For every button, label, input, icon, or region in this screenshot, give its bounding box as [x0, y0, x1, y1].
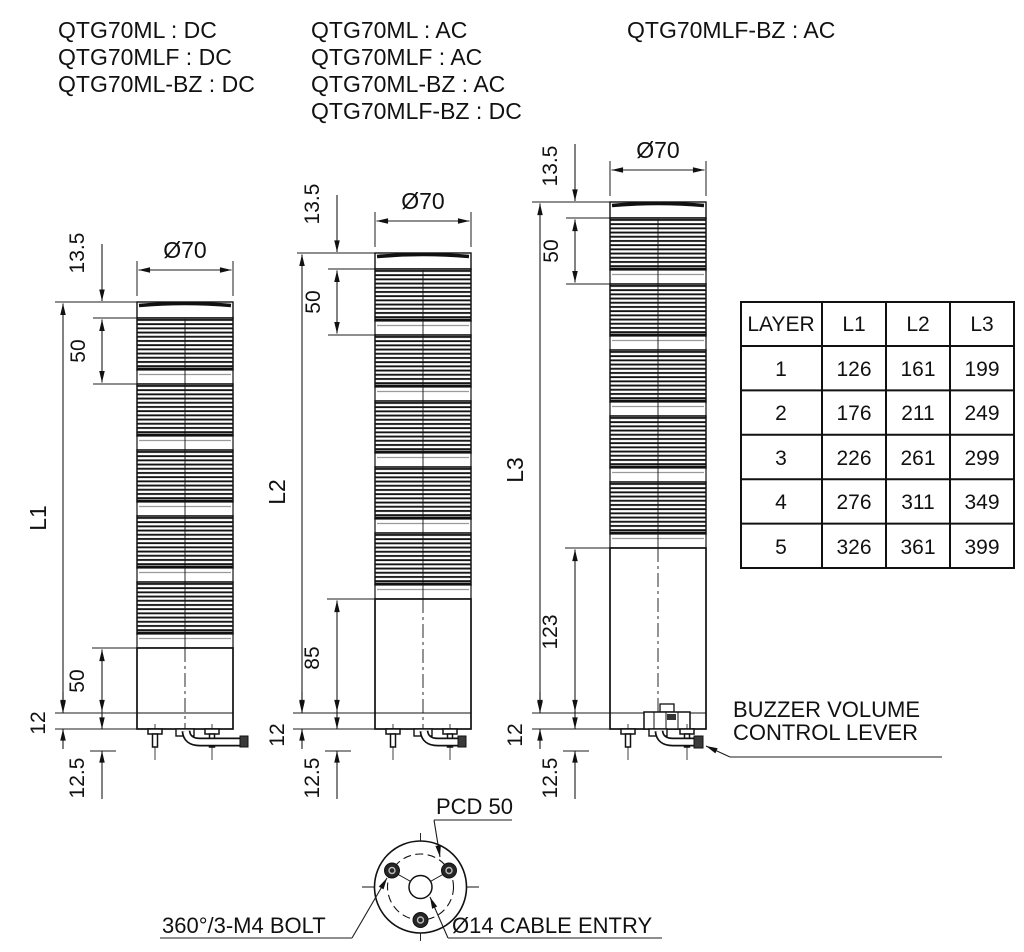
cell-layer-5: 5 — [775, 536, 787, 559]
buzzer-label-line2: CONTROL LEVER — [733, 720, 918, 745]
tower-middle — [373, 251, 473, 761]
cell-layer-1: 1 — [775, 358, 787, 381]
tower-left — [135, 300, 249, 761]
dim-lens-left: 50 — [67, 339, 90, 362]
cell-l1-4: 276 — [836, 491, 871, 514]
dim-flange-right: 12 — [504, 723, 527, 746]
cell-l2-5: 361 — [900, 536, 935, 559]
buzzer-callout: BUZZER VOLUME CONTROL LEVER — [705, 697, 942, 758]
dim-bolt-left: 12.5 — [66, 758, 89, 799]
model-col2-line3: QTG70ML-BZ : AC — [311, 71, 505, 97]
dim-L3: L3 — [502, 457, 528, 483]
tower-left-dimensions: Ø70 13.5 L1 50 50 12 12.5 — [25, 233, 234, 799]
cell-l3-4: 349 — [964, 491, 999, 514]
model-col1-line3: QTG70ML-BZ : DC — [58, 71, 255, 97]
dim-diameter-right: Ø70 — [636, 137, 679, 163]
model-headings: QTG70ML : DC QTG70MLF : DC QTG70ML-BZ : … — [58, 17, 835, 124]
dim-base-middle: 85 — [301, 646, 324, 669]
dim-cap-left: 13.5 — [66, 233, 89, 274]
cell-l1-3: 226 — [836, 447, 871, 470]
cell-l2-1: 161 — [900, 358, 935, 381]
table-row: 3 226 261 299 — [775, 447, 999, 470]
cell-l1-1: 126 — [836, 358, 871, 381]
model-col2-line4: QTG70MLF-BZ : DC — [311, 98, 522, 124]
table-row: 4 276 311 349 — [775, 491, 999, 514]
cell-l2-4: 311 — [901, 491, 934, 514]
table-header-l1: L1 — [842, 313, 865, 336]
dim-base-right: 123 — [539, 614, 562, 649]
model-col1-line2: QTG70MLF : DC — [58, 44, 232, 70]
model-col3-line1: QTG70MLF-BZ : AC — [627, 17, 835, 43]
dim-diameter-middle: Ø70 — [401, 188, 444, 214]
table-header-layer: LAYER — [747, 313, 814, 336]
pcd-label: PCD 50 — [436, 794, 513, 819]
buzzer-lever — [667, 714, 676, 720]
mount-bolt-hole — [384, 862, 400, 879]
dim-cap-middle: 13.5 — [301, 184, 324, 225]
cell-l3-3: 299 — [964, 447, 999, 470]
cell-l3-5: 399 — [964, 536, 999, 559]
table-header-l3: L3 — [970, 313, 993, 336]
dim-flange-left: 12 — [27, 711, 50, 734]
dim-cap-right: 13.5 — [539, 146, 562, 187]
dim-diameter-left: Ø70 — [163, 237, 206, 263]
bolt-label: 360°/3-M4 BOLT — [162, 913, 326, 938]
cell-l2-2: 211 — [901, 402, 934, 425]
cable-entry-label: Ø14 CABLE ENTRY — [452, 913, 652, 938]
tower-middle-dimensions: Ø70 13.5 L2 50 85 12 12.5 — [264, 184, 472, 799]
cable-end-middle — [457, 735, 467, 748]
cell-layer-2: 2 — [775, 402, 787, 425]
cell-l2-3: 261 — [900, 447, 935, 470]
cell-layer-3: 3 — [775, 447, 787, 470]
model-col2-line2: QTG70MLF : AC — [311, 44, 482, 70]
bottom-view: PCD 50 360°/3-M4 BOLT Ø14 CABLE ENTRY — [160, 794, 662, 941]
cell-l1-2: 176 — [836, 402, 871, 425]
dim-base-left: 50 — [66, 669, 89, 692]
cell-l3-2: 249 — [964, 402, 999, 425]
cell-l1-5: 326 — [836, 536, 871, 559]
table-row: 1 126 161 199 — [775, 358, 999, 381]
cable-entry-hole — [408, 874, 433, 900]
tower-right — [608, 200, 708, 761]
dim-lens-middle: 50 — [302, 290, 325, 313]
table-row: 5 326 361 399 — [775, 536, 999, 559]
dim-bolt-middle: 12.5 — [301, 758, 324, 799]
mount-bolt-hole — [412, 912, 429, 928]
dim-L2: L2 — [264, 479, 290, 505]
mount-bolt-hole — [441, 862, 457, 879]
buzzer-label-line1: BUZZER VOLUME — [733, 697, 920, 722]
model-col2-line1: QTG70ML : AC — [311, 17, 467, 43]
buzzer-lever-knob — [659, 703, 675, 713]
dim-L1: L1 — [25, 505, 51, 531]
cable-end-right — [693, 735, 704, 749]
cell-l3-1: 199 — [964, 358, 999, 381]
model-col1-line1: QTG70ML : DC — [58, 17, 217, 43]
dim-flange-middle: 12 — [266, 723, 289, 746]
cable-end-left — [239, 735, 249, 748]
tower-right-dimensions: Ø70 13.5 L3 50 123 12 12.5 — [502, 137, 707, 799]
dim-lens-right: 50 — [540, 239, 563, 262]
table-row: 2 176 211 249 — [775, 402, 999, 425]
spec-table: LAYER L1 L2 L3 1 126 161 199 2 176 211 2… — [740, 301, 1015, 569]
cell-layer-4: 4 — [775, 491, 787, 514]
dim-bolt-right: 12.5 — [539, 758, 562, 799]
table-header-l2: L2 — [906, 313, 929, 336]
